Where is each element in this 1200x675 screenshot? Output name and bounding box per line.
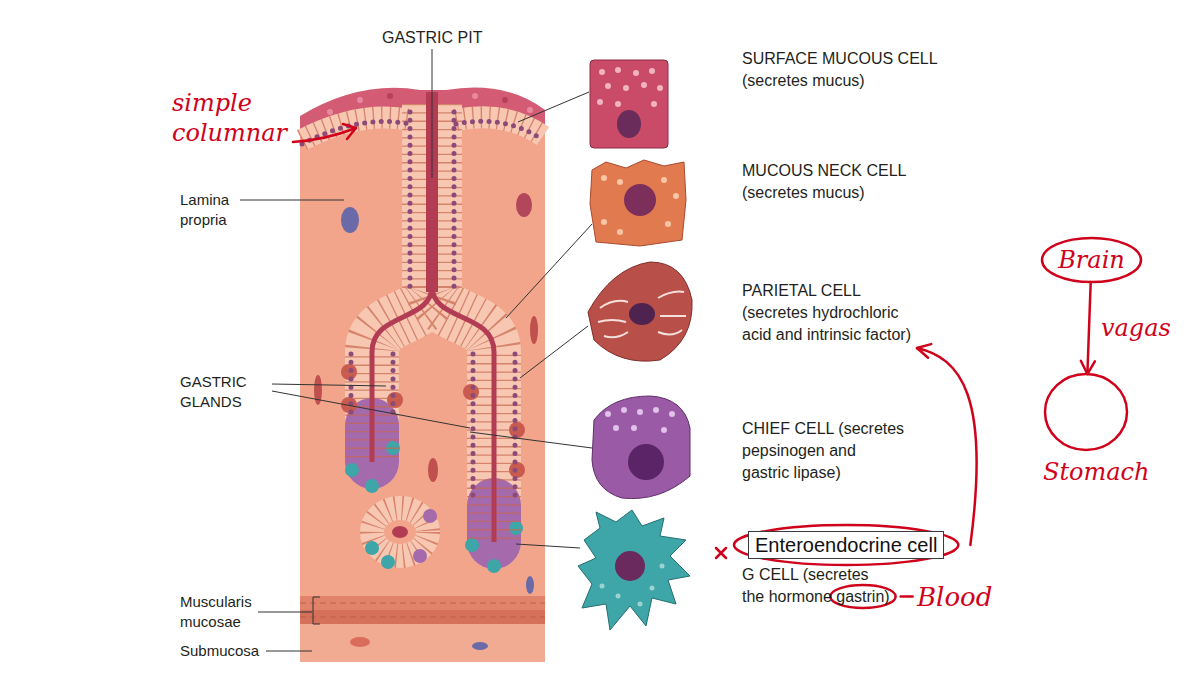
cell-label: G CELL (secretes the hormone gastrin) bbox=[742, 564, 893, 608]
node-text: Brain bbox=[1058, 246, 1125, 275]
gland-epithelium bbox=[302, 92, 543, 573]
cell-label: SURFACE MUCOUS CELL (secretes mucus) bbox=[742, 48, 972, 92]
node-outline-ellipse bbox=[1045, 374, 1127, 450]
part-label: Lamina propria bbox=[180, 190, 255, 230]
node-text: Stomach bbox=[1043, 458, 1150, 487]
cell-label: PARIETAL CELL (secretes hydrochloric aci… bbox=[742, 280, 928, 346]
leader-lines bbox=[240, 49, 592, 651]
part-label: GASTRIC PIT bbox=[382, 28, 482, 48]
overlay-label-box: Enteroendocrine cell bbox=[748, 531, 944, 559]
annotation-arrowhead bbox=[917, 344, 931, 358]
handwritten-circle: Stomach bbox=[1043, 372, 1150, 487]
node-outline-ellipse bbox=[1042, 238, 1141, 282]
cell-illustrations bbox=[578, 60, 692, 630]
handwritten-note: simple columnar bbox=[172, 88, 322, 148]
arrowhead bbox=[1081, 361, 1095, 374]
node-text: Enteroendocrine cell bbox=[755, 533, 937, 557]
node-outline bbox=[1043, 372, 1129, 452]
handwritten-note: Blood bbox=[917, 580, 992, 614]
annotation-arrow bbox=[917, 348, 977, 545]
annotation-circle bbox=[734, 525, 958, 565]
muscle-layers bbox=[300, 596, 545, 662]
part-label: Submucosa bbox=[180, 641, 259, 661]
edge-label: vagas bbox=[1101, 313, 1171, 343]
cell-label: CHIEF CELL (secretes pepsinogen and gast… bbox=[742, 418, 907, 484]
part-label: GASTRIC GLANDS bbox=[180, 372, 280, 412]
part-label: Muscularis mucosae bbox=[180, 592, 280, 632]
red-annotations bbox=[293, 124, 726, 558]
connector bbox=[1081, 282, 1095, 374]
gland-cross-section bbox=[365, 508, 437, 569]
cell-label: MUCOUS NECK CELL (secretes mucus) bbox=[742, 160, 952, 204]
annotation-dash bbox=[901, 595, 913, 598]
handwritten-circle: Brain bbox=[1040, 236, 1143, 284]
tissue-block bbox=[300, 88, 545, 601]
connector-line bbox=[1087, 282, 1090, 374]
